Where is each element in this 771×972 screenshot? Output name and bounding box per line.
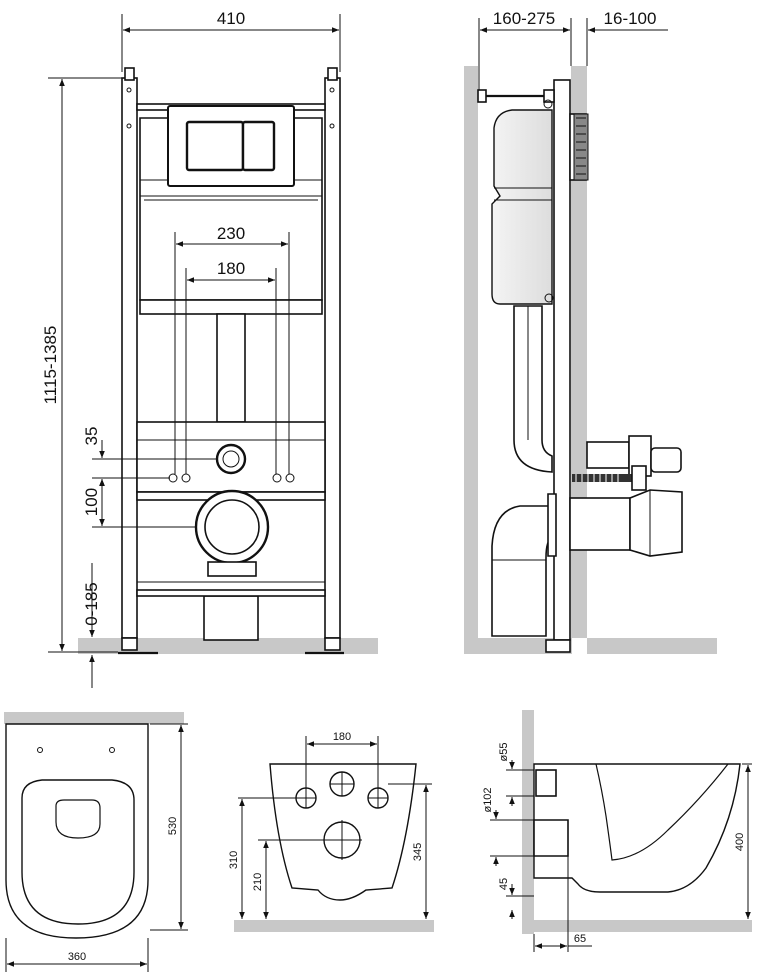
wall [4, 712, 184, 724]
height-310-label: 310 [228, 851, 240, 869]
height-210-label: 210 [252, 873, 264, 891]
floor [522, 920, 752, 932]
floor [587, 638, 717, 654]
flush-button-left [185, 120, 245, 172]
bowl-back-view: 180 310 210 345 [228, 731, 434, 932]
back-wall [464, 66, 478, 654]
floor [234, 920, 434, 932]
bowl-height-label: 400 [734, 833, 746, 851]
dim-45-label: 45 [498, 878, 510, 890]
floor [78, 638, 378, 654]
dim-65-label: 65 [574, 933, 586, 945]
outlet-diameter-label: ø102 [482, 787, 494, 812]
frame-height-label: 1115-1385 [41, 326, 60, 405]
frame-post-left [121, 77, 138, 639]
cistern-tank [491, 109, 553, 305]
bowl-side-outline [533, 763, 741, 893]
bolt-hole [272, 473, 282, 483]
dim-100-label: 100 [82, 488, 101, 516]
frame-post-right [324, 77, 341, 639]
bolt-spacing-inner-label: 180 [217, 259, 245, 278]
bolt-hole [285, 473, 295, 483]
frame-width-label: 410 [217, 9, 245, 28]
front-view: 410 [41, 9, 378, 688]
front-wall [571, 66, 587, 638]
bowl-width-label: 360 [68, 951, 86, 963]
wall-thickness-label: 16-100 [604, 9, 657, 28]
bowl-length-label: 530 [167, 817, 179, 835]
back-bolt-spacing-label: 180 [333, 731, 351, 743]
dim-35-label: 35 [82, 427, 101, 446]
bowl-side-view: ø55 ø102 45 400 65 [482, 710, 752, 952]
inlet-diameter-label: ø55 [498, 743, 510, 762]
side-view: 160-275 16-100 [464, 9, 717, 654]
flush-button-right [241, 120, 276, 172]
seat-outline [21, 779, 135, 925]
water-inlet [215, 443, 247, 475]
wall [522, 710, 534, 934]
bowl-top-view: 530 360 [4, 712, 188, 972]
floor [464, 638, 572, 654]
height-345-label: 345 [412, 843, 424, 861]
bolt-spacing-outer-label: 230 [217, 224, 245, 243]
wall-depth-label: 160-275 [493, 9, 555, 28]
foot-adjust-label: 0-185 [82, 582, 101, 625]
